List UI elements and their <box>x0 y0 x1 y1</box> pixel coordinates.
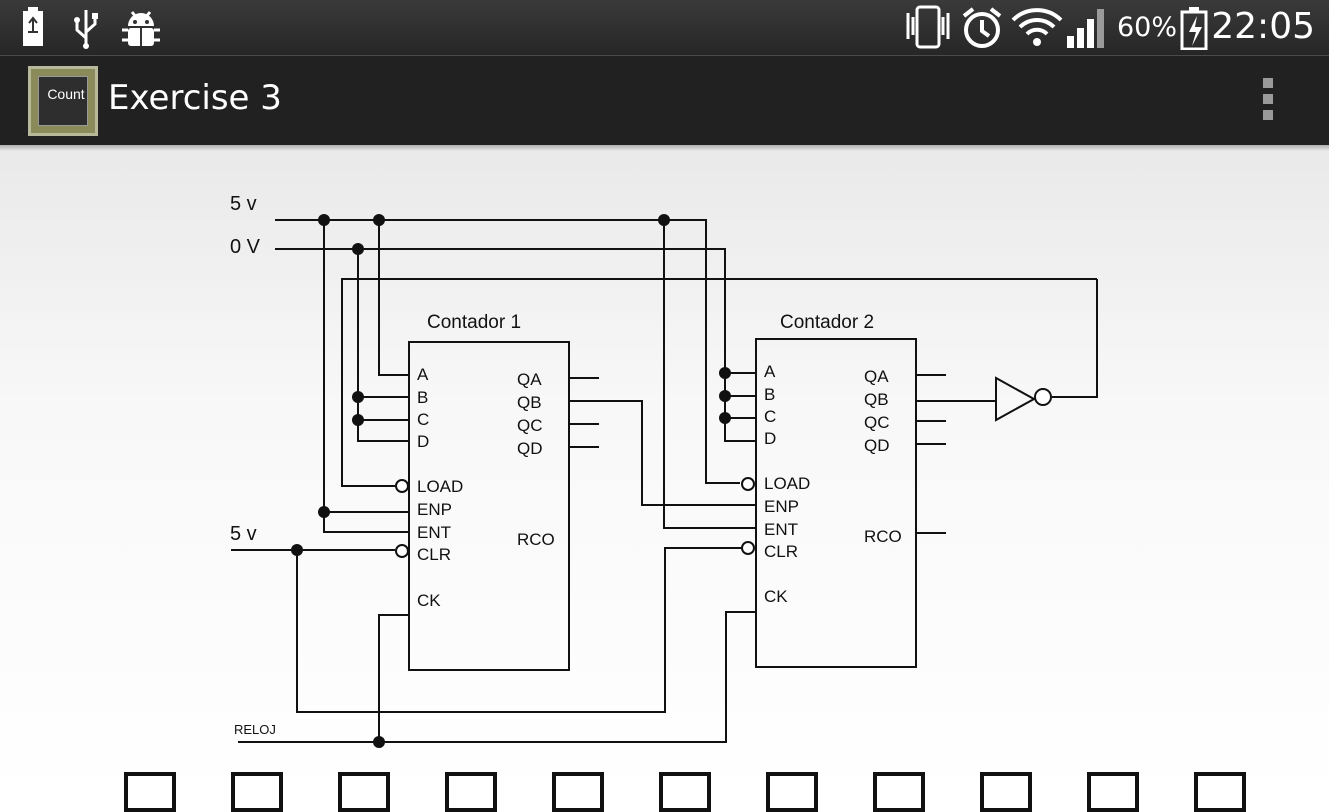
counter1-input-b: B <box>417 388 428 407</box>
vibrate-icon <box>906 5 950 49</box>
status-clock: 22:05 <box>1211 6 1315 47</box>
supply-5v-label: 5 v <box>230 193 257 215</box>
counter2-ck: CK <box>764 587 788 606</box>
android-debug-icon <box>122 11 160 46</box>
counter1-input-d: D <box>417 432 429 451</box>
counter2-output-qb: QB <box>864 390 889 409</box>
clock-label: RELOJ <box>234 722 276 737</box>
counter2-enp: ENP <box>764 497 799 516</box>
counter1-clr: CLR <box>417 545 451 564</box>
action-bar: Count Exercise 3 <box>0 55 1329 145</box>
answer-box[interactable] <box>124 772 176 812</box>
answer-box[interactable] <box>1194 772 1246 812</box>
counter1-input-c: C <box>417 410 429 429</box>
counter2-input-d: D <box>764 429 776 448</box>
overflow-menu-icon[interactable] <box>1255 78 1281 128</box>
counter2-rco: RCO <box>864 527 902 546</box>
chip-icon <box>38 76 88 126</box>
counter2-load: LOAD <box>764 474 810 493</box>
answer-box[interactable] <box>338 772 390 812</box>
page-title: Exercise 3 <box>108 78 282 118</box>
counter1-output-qc: QC <box>517 416 543 435</box>
action-bar-shadow <box>0 145 1329 151</box>
counter1-enp: ENP <box>417 500 452 519</box>
counter2-input-b: B <box>764 385 775 404</box>
counter2-input-c: C <box>764 407 776 426</box>
answer-box[interactable] <box>1087 772 1139 812</box>
answer-box[interactable] <box>445 772 497 812</box>
answer-box[interactable] <box>766 772 818 812</box>
counter2-ent: ENT <box>764 520 798 539</box>
battery-percent: 60% <box>1117 12 1178 43</box>
counter1-title: Contador 1 <box>427 312 521 333</box>
status-bar: 60% 22:05 <box>0 0 1329 55</box>
counter2-input-a: A <box>764 362 776 381</box>
signal-icon <box>1067 9 1104 48</box>
counter1-output-qd: QD <box>517 439 543 458</box>
ground-label: 0 V <box>230 236 261 258</box>
battery-icon <box>1180 7 1208 50</box>
counter2-title: Contador 2 <box>780 312 874 333</box>
counter1-input-a: A <box>417 365 429 384</box>
answer-box[interactable] <box>231 772 283 812</box>
counter2-output-qa: QA <box>864 367 889 386</box>
clr-supply-label: 5 v <box>230 523 257 545</box>
usb-icon <box>74 10 98 49</box>
answer-box[interactable] <box>980 772 1032 812</box>
app-icon[interactable]: Count <box>28 66 98 136</box>
counter2-clr: CLR <box>764 542 798 561</box>
app-icon-label: Count <box>47 86 85 102</box>
wifi-icon <box>1011 8 1063 46</box>
answer-box[interactable] <box>659 772 711 812</box>
battery-charging-icon <box>23 7 43 46</box>
counter1-output-qb: QB <box>517 393 542 412</box>
counter1-load: LOAD <box>417 477 463 496</box>
counter1-ent: ENT <box>417 523 451 542</box>
counter2-output-qc: QC <box>864 413 890 432</box>
counter1-output-qa: QA <box>517 370 542 389</box>
counter1-rco: RCO <box>517 530 555 549</box>
counter2-output-qd: QD <box>864 436 890 455</box>
answer-box[interactable] <box>552 772 604 812</box>
answer-box[interactable] <box>873 772 925 812</box>
counter1-ck: CK <box>417 591 441 610</box>
alarm-icon <box>962 7 1002 48</box>
